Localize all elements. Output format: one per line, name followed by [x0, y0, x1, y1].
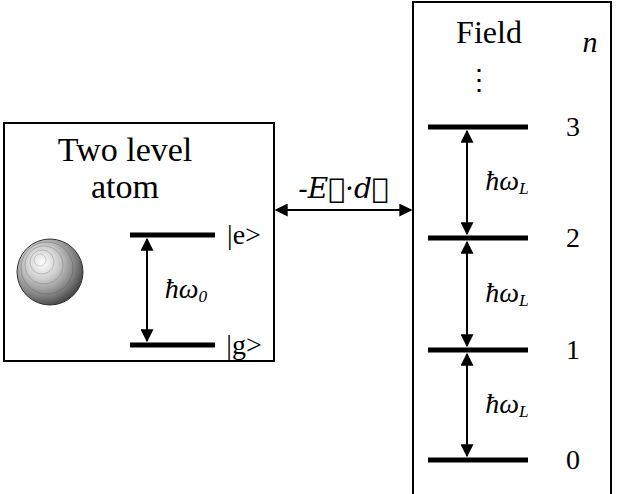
axis-label: n	[583, 27, 598, 57]
energy-level	[428, 458, 528, 463]
state-label: |g>	[226, 331, 261, 359]
transition-arrow	[466, 354, 468, 456]
transition-arrow	[466, 242, 468, 346]
box-heading: Two level atom	[20, 132, 230, 205]
level-number: 2	[566, 224, 580, 252]
level-number: 1	[566, 336, 580, 364]
level-number: 3	[566, 113, 580, 141]
edge-label: -E⃗·d⃗	[298, 171, 388, 206]
energy-level	[428, 125, 528, 130]
transition-arrow	[146, 239, 148, 341]
energy-label: ħωL	[485, 167, 528, 198]
energy-level	[428, 348, 528, 353]
energy-level	[130, 343, 215, 348]
box-heading: Field	[414, 15, 564, 50]
ellipsis: ⋮	[465, 66, 493, 94]
coupling-arrow	[276, 209, 411, 211]
transition-arrow	[466, 131, 468, 234]
atom-sphere	[17, 239, 83, 305]
field-box: Field	[412, 1, 612, 494]
energy-level	[428, 236, 528, 241]
state-label: |e>	[227, 221, 261, 249]
energy-level	[130, 233, 215, 238]
level-number: 0	[566, 446, 580, 474]
energy-label: ħωL	[485, 390, 528, 421]
energy-label: ħω0	[165, 275, 207, 306]
energy-label: ħωL	[485, 279, 528, 310]
